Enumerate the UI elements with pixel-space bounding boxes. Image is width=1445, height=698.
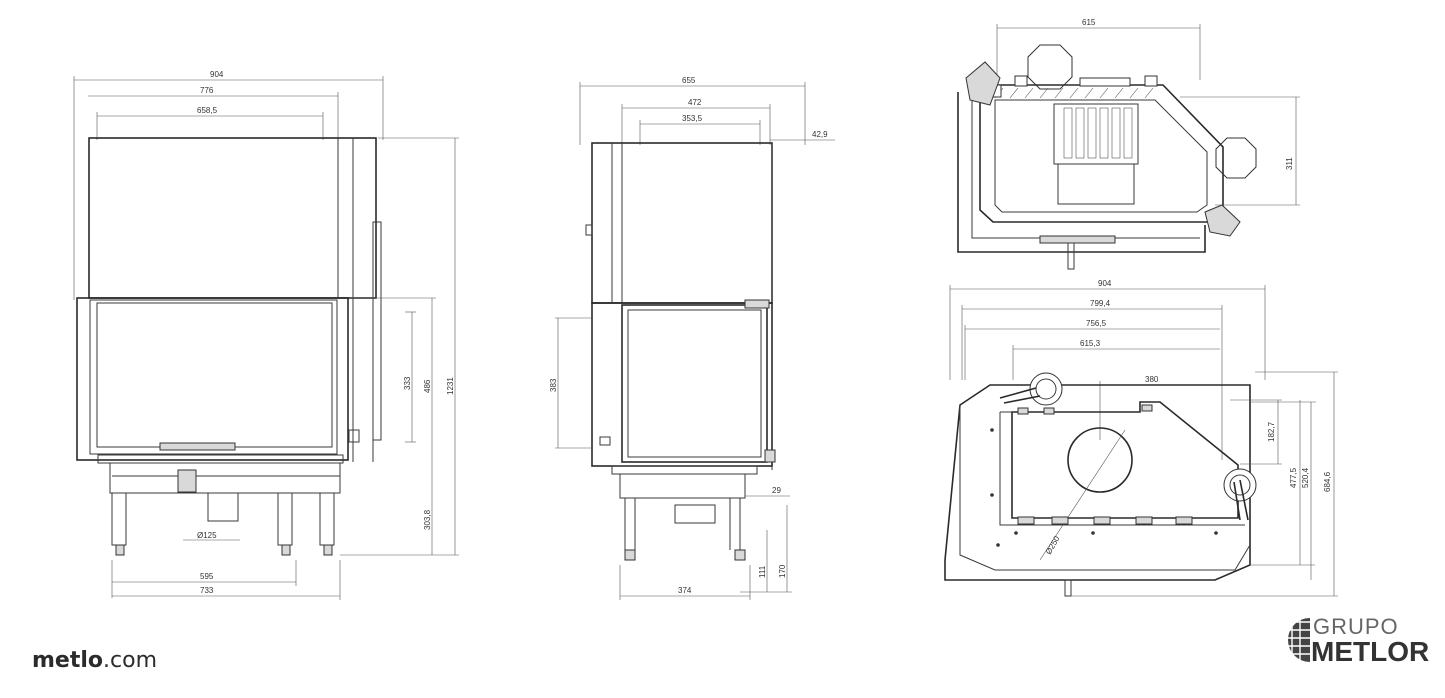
dim-top-311: 311	[1285, 157, 1294, 170]
dim-plan-799: 799,4	[1090, 299, 1111, 308]
dim-front-1231: 1231	[446, 377, 455, 395]
dim-front-flue: Ø125	[197, 531, 217, 540]
dim-plan-520: 520,4	[1301, 467, 1310, 488]
dim-front-303: 303,8	[423, 509, 432, 530]
dim-side-374: 374	[678, 586, 692, 595]
top-view: 615 311	[957, 18, 1300, 270]
dim-plan-flue: Ø250	[1044, 534, 1062, 556]
dim-front-333: 333	[403, 376, 412, 390]
dim-plan-756: 756,5	[1086, 319, 1107, 328]
dim-side-29: 29	[772, 486, 781, 495]
dim-front-595: 595	[200, 572, 214, 581]
dim-plan-615: 615,3	[1080, 339, 1101, 348]
side-view: 655 472 353,5 42,9 383	[549, 76, 835, 600]
dim-top-615: 615	[1082, 18, 1096, 27]
dim-side-42: 42,9	[812, 130, 828, 139]
site-name: metlo	[32, 648, 104, 673]
plan-view: 904 799,4 756,5 615,3 380 Ø250	[944, 279, 1338, 597]
dim-side-655: 655	[682, 76, 696, 85]
dim-plan-380: 380	[1145, 375, 1159, 384]
dim-front-width: 904	[210, 70, 224, 79]
brand-line2: METLOR	[1311, 636, 1430, 667]
dim-front-776: 776	[200, 86, 214, 95]
dim-front-658: 658,5	[197, 106, 218, 115]
dim-front-486: 486	[423, 379, 432, 393]
dim-side-472: 472	[688, 98, 702, 107]
site-url[interactable]: metlo.com	[32, 648, 157, 673]
dim-plan-477: 477,5	[1289, 467, 1298, 488]
dim-plan-904: 904	[1098, 279, 1112, 288]
dim-plan-182: 182,7	[1267, 421, 1276, 442]
brand-line1: GRUPO	[1313, 614, 1399, 639]
brand-logo: GRUPO METLOR	[1276, 614, 1429, 667]
globe-icon	[1279, 618, 1310, 662]
dim-side-383: 383	[549, 378, 558, 392]
front-view: 904 776 658,5 Ø12	[73, 70, 459, 600]
dim-side-111: 111	[758, 565, 767, 578]
dim-side-170: 170	[778, 564, 787, 578]
dim-plan-684: 684,6	[1323, 471, 1332, 492]
dim-front-733: 733	[200, 586, 214, 595]
dim-side-353: 353,5	[682, 114, 703, 123]
site-domain: .com	[103, 648, 158, 673]
